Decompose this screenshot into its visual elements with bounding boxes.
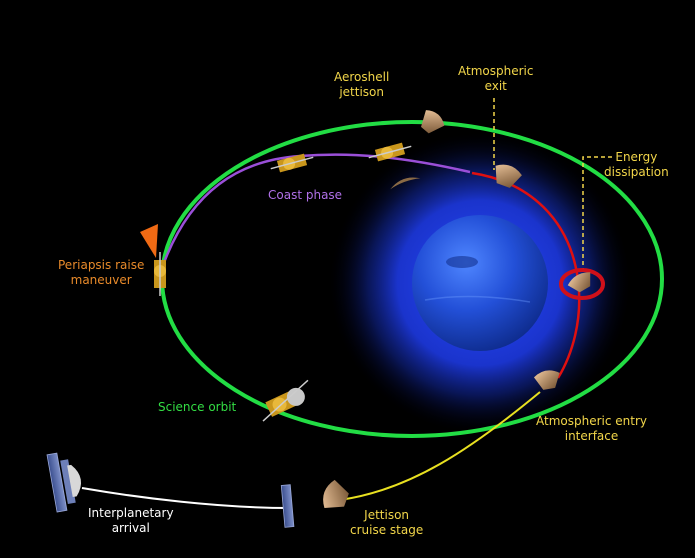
planet-storm-spot (446, 256, 478, 268)
jettison-cruise-stage-line2: cruise stage (350, 523, 424, 537)
atmospheric-exit-line2: exit (484, 79, 507, 93)
atmospheric-entry-line1: Atmospheric entry (536, 414, 647, 428)
interplanetary-arrival-path (81, 487, 291, 509)
science-orbit-label: Science orbit (158, 400, 236, 415)
atmospheric-entry-label: Atmospheric entry interface (536, 414, 647, 444)
coast-phase-text: Coast phase (268, 188, 343, 202)
aeroshell-icon (495, 164, 522, 188)
atmospheric-exit-label: Atmospheric exit (458, 64, 533, 94)
cruise-stage-icon (280, 484, 295, 528)
aeroshell-jettison-line1: Aeroshell (334, 70, 390, 84)
aeroshell-icon (421, 110, 445, 134)
aeroshell-jettison-label: Aeroshell jettison (334, 70, 389, 100)
energy-dissipation-leader (582, 156, 612, 270)
science-orbit-text: Science orbit (158, 400, 237, 414)
energy-dissipation-label: Energy dissipation (604, 150, 669, 180)
atmospheric-entry-line2: interface (564, 429, 619, 443)
planet-band (424, 295, 531, 303)
energy-dissipation-line2: dissipation (604, 165, 669, 179)
jettison-cruise-stage-line1: Jettison (364, 508, 410, 522)
aeroshell-jettison-line2: jettison (339, 85, 384, 99)
jettison-cruise-stage-label: Jettison cruise stage (350, 508, 423, 538)
interplanetary-arrival-line2: arrival (111, 521, 150, 535)
neptune-planet (412, 215, 548, 351)
energy-dissipation-line1: Energy (615, 150, 658, 164)
spacecraft-icon (368, 142, 412, 162)
aeroshell-icon (567, 272, 591, 293)
thruster-plume-icon (140, 224, 158, 258)
atmospheric-exit-line1: Atmospheric (458, 64, 534, 78)
interplanetary-arrival-label: Interplanetary arrival (88, 506, 174, 536)
coast-phase-label: Coast phase (268, 188, 342, 203)
energy-dissipation-marker (559, 268, 605, 300)
aeroshell-icon (323, 479, 349, 509)
aerocapture-path (471, 171, 581, 379)
periapsis-raise-label: Periapsis raise maneuver (58, 258, 144, 288)
spacecraft-icon (262, 379, 309, 422)
aeroshell-icon (390, 177, 421, 190)
spacecraft-icon (154, 252, 166, 296)
periapsis-raise-line2: maneuver (70, 273, 132, 287)
approach-path (339, 391, 541, 501)
cruise-stage-icon (46, 452, 82, 513)
aeroshell-icon (533, 370, 560, 390)
periapsis-raise-line1: Periapsis raise (58, 258, 145, 272)
interplanetary-arrival-line1: Interplanetary (88, 506, 174, 520)
spacecraft-icon (270, 153, 314, 173)
